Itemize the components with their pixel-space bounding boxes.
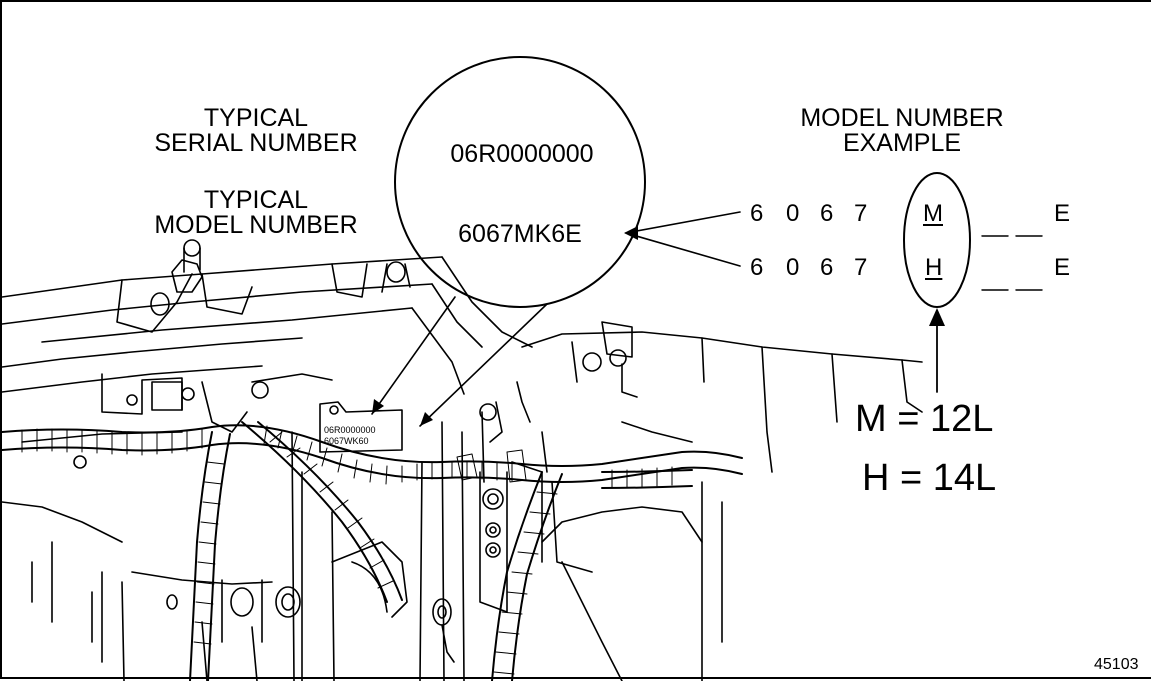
- example-row-2-digit-3: 6: [820, 254, 834, 281]
- model-example-label: MODEL NUMBER EXAMPLE: [757, 106, 1047, 156]
- typical-serial-label: TYPICAL SERIAL NUMBER: [106, 106, 406, 156]
- model-example-line-1: MODEL NUMBER: [800, 104, 1004, 132]
- typical-model-line-2: MODEL NUMBER: [154, 211, 358, 239]
- example-row-2-digit-2: 0: [786, 254, 800, 281]
- magnified-model-number: 6067MK6E: [458, 220, 582, 248]
- example-leaders: [625, 211, 741, 267]
- typical-model-line-1: TYPICAL: [203, 186, 309, 214]
- example-blanks: [981, 235, 1043, 291]
- figure-number: 45103: [1094, 656, 1139, 673]
- example-row-1-digit-1: 6: [750, 200, 764, 227]
- example-row-1-digit-4: 7: [854, 200, 868, 227]
- magnified-serial-number: 06R0000000: [450, 140, 594, 168]
- wiring-harness: [2, 421, 743, 681]
- example-row-1-digit-2: 0: [786, 200, 800, 227]
- engine-plate-serial: 06R0000000: [324, 425, 376, 435]
- code-ellipse: [903, 172, 971, 393]
- magnifier-leader-arrowheads: [372, 399, 433, 426]
- legend-m: M = 12L: [855, 398, 994, 440]
- magnifier: [371, 56, 646, 427]
- example-row-1-digit-3: 6: [820, 200, 834, 227]
- example-row-1-code: M: [923, 200, 943, 227]
- engine-plate-model: 6067WK60: [324, 436, 369, 446]
- example-row-2-digit-1: 6: [750, 254, 764, 281]
- model-example-line-2: EXAMPLE: [842, 129, 962, 157]
- typical-serial-line-1: TYPICAL: [203, 104, 309, 132]
- example-row-2-suffix: E: [1054, 254, 1071, 281]
- harness-ribs: [21, 425, 673, 675]
- example-row-1-suffix: E: [1054, 200, 1071, 227]
- code-arrowhead: [929, 308, 945, 326]
- example-row-2-digit-4: 7: [854, 254, 868, 281]
- legend-h: H = 14L: [862, 457, 997, 499]
- typical-serial-line-2: SERIAL NUMBER: [154, 129, 358, 157]
- engine-id-plate: [319, 401, 403, 453]
- example-leader-arrowheads: [624, 226, 638, 240]
- example-row-2-code: H: [925, 254, 943, 281]
- typical-model-label: TYPICAL MODEL NUMBER: [106, 188, 406, 238]
